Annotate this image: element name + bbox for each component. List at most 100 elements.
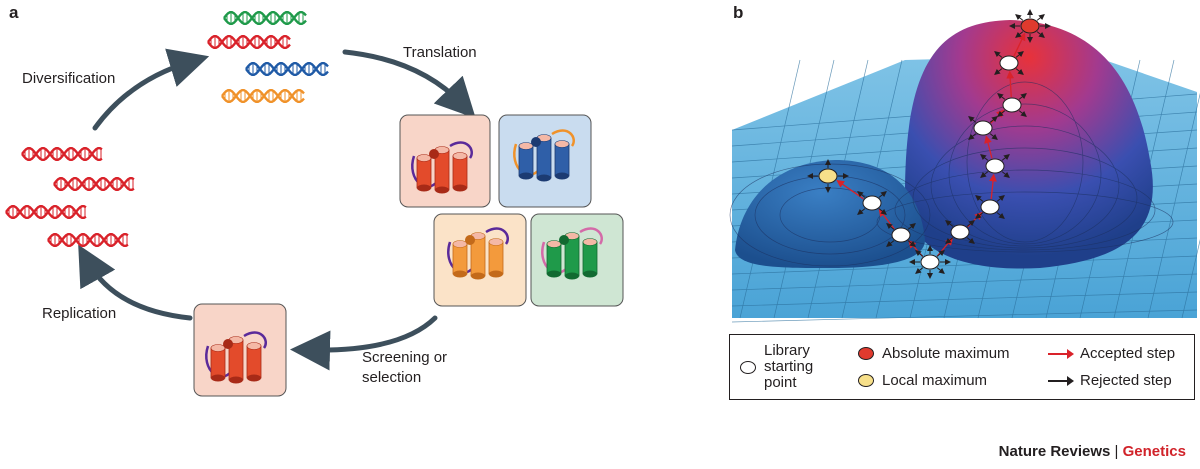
walk-node [950, 224, 970, 240]
rejected-step-arrow [994, 68, 1003, 75]
rejected-step-arrow [907, 240, 916, 247]
rejected-step-arrow [915, 267, 924, 274]
rejected-step-arrow [966, 220, 975, 227]
rejected-step-arrow [997, 93, 1006, 100]
legend-library-line3: point [764, 374, 797, 391]
rejected-step-arrow [968, 133, 977, 140]
rejected-step-arrow [1036, 14, 1045, 21]
step-selection: selection [362, 369, 422, 386]
rejected-step-arrow [997, 110, 1006, 117]
rejected-step-arrow [857, 208, 866, 215]
rejected-step-arrow [994, 51, 1003, 58]
rejected-step-arrow [1001, 154, 1010, 161]
rejected-arrow-icon [1048, 375, 1074, 386]
rejected-step-arrow [878, 208, 887, 215]
rejected-step-arrow [996, 195, 1005, 202]
walk-node [862, 195, 882, 211]
legend-local: Local maximum [858, 372, 987, 389]
legend-accepted-label: Accepted step [1080, 345, 1176, 362]
walk-layer [807, 9, 1051, 279]
rejected-step-arrow [1015, 51, 1024, 58]
accepted-step-arrow [1006, 70, 1015, 98]
rejected-step-arrow [975, 195, 984, 202]
journal-name: Nature Reviews [998, 443, 1111, 460]
accepted-step-arrow [984, 135, 993, 159]
walk-node [891, 227, 911, 243]
dna-red-4 [47, 233, 129, 247]
journal-section: Genetics [1122, 443, 1186, 460]
absolute-maximum-icon [858, 347, 874, 360]
local-maximum-icon [858, 374, 874, 387]
dna-red-top [207, 35, 291, 49]
rejected-step-arrow [1015, 68, 1024, 75]
cycle-arrows [78, 48, 476, 371]
arrow-screening [290, 315, 438, 371]
rejected-step-arrow [915, 250, 924, 257]
rejected-step-arrow [989, 133, 998, 140]
rejected-step-arrow [936, 267, 945, 274]
rejected-step-arrow [886, 240, 895, 247]
dna-blue-top [245, 62, 329, 76]
step-diversification: Diversification [22, 70, 116, 87]
dna-green-top [223, 11, 307, 25]
rejected-step-arrow [1001, 171, 1010, 178]
protein-blue [513, 129, 575, 182]
walk-node [1002, 97, 1022, 113]
absolute-maximum-node [1020, 18, 1040, 34]
local-hill [735, 160, 925, 268]
rejected-step-arrow [945, 237, 954, 244]
step-translation: Translation [403, 44, 477, 61]
legend-absolute-label: Absolute maximum [882, 345, 1010, 362]
accepted-step-arrow [1013, 32, 1026, 57]
rejected-step-arrow [975, 212, 984, 219]
walk-node [999, 55, 1019, 71]
global-peak [905, 20, 1153, 269]
fitness-landscape [729, 20, 1200, 323]
rejected-step-arrow [1015, 31, 1024, 38]
accepted-arrow-icon [1048, 348, 1074, 359]
step-screening: Screening or [362, 349, 448, 366]
library-start-node [920, 254, 940, 270]
rejected-step-arrow [996, 212, 1005, 219]
panel-b-letter: b [733, 3, 744, 22]
rejected-step-arrow [878, 191, 887, 198]
rejected-step-arrow [886, 223, 895, 230]
library-point-icon [740, 360, 756, 374]
step-replication: Replication [42, 305, 117, 322]
rejected-step-arrow [945, 220, 954, 227]
rejected-step-arrow [966, 237, 975, 244]
panel-a-letter: a [9, 3, 19, 22]
rejected-step-arrow [980, 154, 989, 161]
rejected-step-arrow [857, 191, 866, 198]
arrow-replication [78, 244, 193, 321]
walk-node [985, 158, 1005, 174]
protein-layer [205, 129, 603, 384]
rejected-step-arrow [989, 116, 998, 123]
legend-accepted: Accepted step [1048, 345, 1175, 362]
dna-red-2 [53, 177, 135, 191]
rejected-step-arrow [907, 223, 916, 230]
protein-selected [205, 331, 267, 384]
legend-absolute: Absolute maximum [858, 345, 1010, 362]
dna-orange-top [221, 89, 305, 103]
legend-local-label: Local maximum [882, 372, 988, 389]
protein-orange [447, 227, 509, 280]
protein-red [411, 141, 473, 194]
rejected-step-arrow [1015, 14, 1024, 21]
legend-rejected-label: Rejected step [1080, 372, 1172, 389]
local-maximum-node [818, 168, 838, 184]
walk-node [980, 199, 1000, 215]
dna-red-3 [5, 205, 87, 219]
protein-green [541, 227, 603, 280]
legend-library-line1: Library [764, 342, 810, 359]
legend-library: Library starting point [740, 343, 813, 391]
rejected-step-arrow [936, 250, 945, 257]
credit-separator: | [1114, 443, 1119, 460]
dna-red-1 [21, 147, 103, 161]
legend-rejected: Rejected step [1048, 372, 1172, 389]
rejected-step-arrow [1018, 110, 1027, 117]
walk-node [973, 120, 993, 136]
rejected-step-arrow [1036, 31, 1045, 38]
arrow-translation [342, 49, 476, 119]
